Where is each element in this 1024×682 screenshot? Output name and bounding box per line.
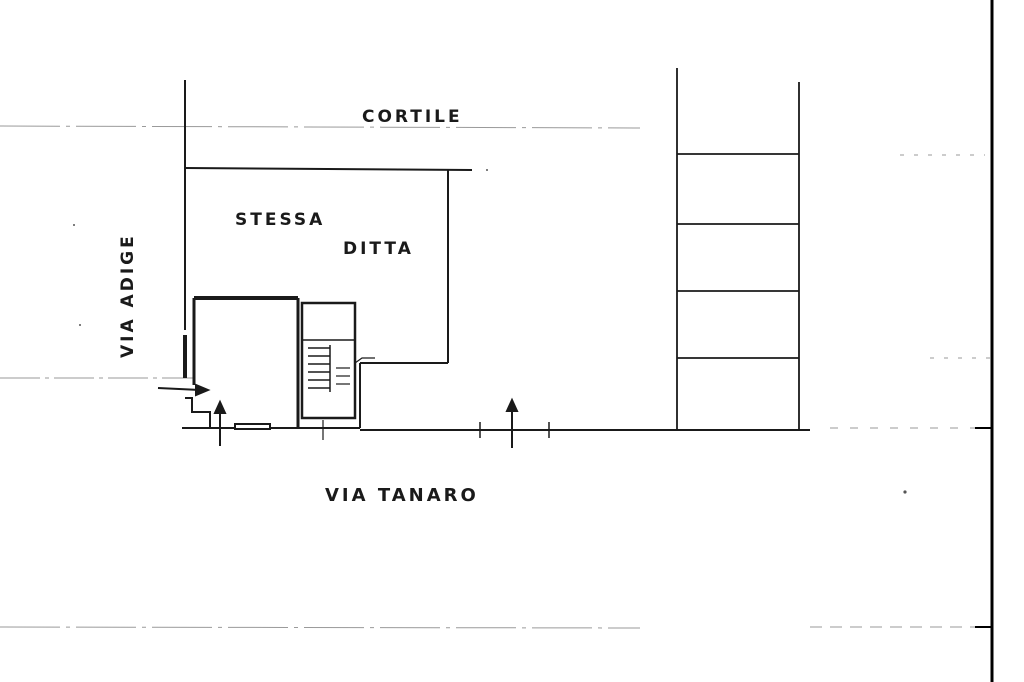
street-front-label: VIA TANARO (325, 485, 479, 506)
courtyard-label: CORTILE (362, 107, 463, 127)
same-company-label-line2: DITTA (343, 239, 414, 259)
adjoining-block (676, 68, 800, 430)
street-side-label: VIA ADIGE (118, 233, 138, 358)
scan-specks (73, 169, 907, 494)
unit-walls (182, 296, 360, 430)
reference-lines (0, 125, 990, 629)
building-outline (184, 80, 473, 364)
entrance-arrows (157, 383, 519, 448)
same-company-label-line1: STESSA (235, 210, 325, 230)
stair-block (300, 301, 375, 440)
